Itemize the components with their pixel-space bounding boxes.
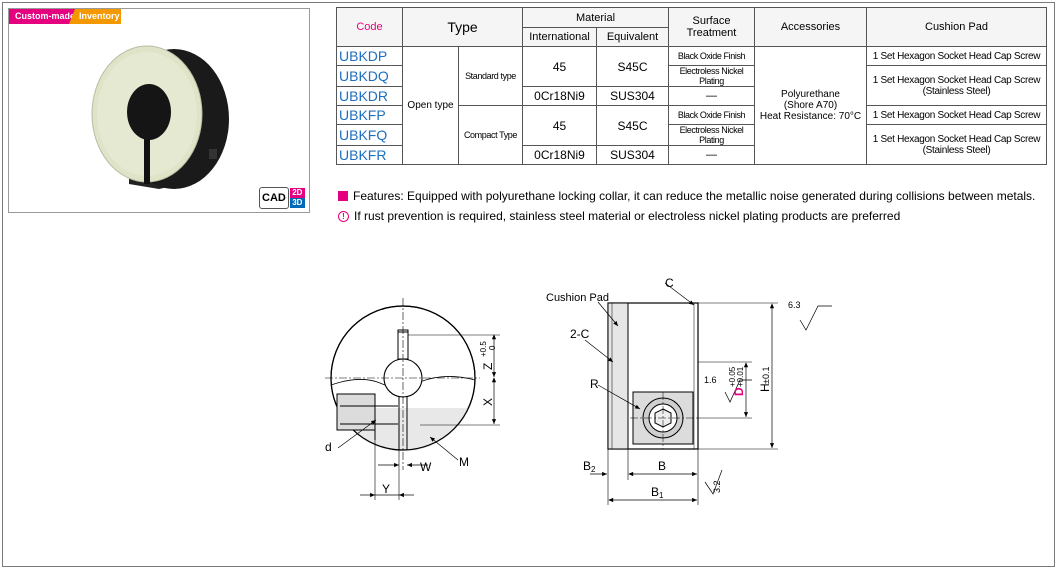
accessories-line: Polyurethane <box>781 89 840 100</box>
material-equivalent: S45C <box>596 105 669 146</box>
warning-text: If rust prevention is required, stainles… <box>354 209 901 223</box>
notes: Features: Equipped with polyurethane loc… <box>338 186 1035 226</box>
inventory-tag: Inventory <box>69 9 121 24</box>
cad-badge[interactable]: CAD 2D 3D <box>259 185 305 211</box>
code-cell[interactable]: UBKFR <box>336 145 403 165</box>
accessories-cell: Polyurethane (Shore A70) Heat Resistance… <box>754 46 867 165</box>
code-cell[interactable]: UBKFQ <box>336 124 403 146</box>
cad-3d-label: 3D <box>289 198 305 208</box>
cushion-line: 1 Set Hexagon Socket Head Cap Screw <box>872 133 1041 145</box>
material-equivalent: S45C <box>596 46 669 87</box>
product-photo-panel: Custom-made Inventory CAD 2D 3D <box>8 8 310 213</box>
header-code: Code <box>336 7 403 47</box>
surface-nickel: Electroless Nickel Plating <box>668 65 755 87</box>
surface-black-oxide: Black Oxide Finish <box>668 105 755 125</box>
cushion-cell: 1 Set Hexagon Socket Head Cap Screw (Sta… <box>866 65 1047 106</box>
subtype-compact: Compact Type <box>458 105 523 165</box>
cad-2d-label: 2D <box>289 188 305 198</box>
accessories-line: Heat Resistance: 70°C <box>759 111 862 122</box>
features-icon <box>338 191 348 201</box>
material-equivalent: SUS304 <box>596 86 669 106</box>
material-international: 45 <box>522 46 597 87</box>
header-surface: Surface Treatment <box>668 7 755 47</box>
type-open: Open type <box>402 46 459 165</box>
cushion-cell: 1 Set Hexagon Socket Head Cap Screw <box>866 105 1047 125</box>
shaft-collar-photo <box>91 45 229 189</box>
features-text: Features: Equipped with polyurethane loc… <box>353 189 1036 203</box>
spec-table: Code Type Material Surface Treatment Acc… <box>336 7 1047 165</box>
warning-note: ! If rust prevention is required, stainl… <box>338 206 1035 226</box>
material-international: 45 <box>522 105 597 146</box>
warning-icon: ! <box>338 210 349 222</box>
header-international: International <box>522 27 597 47</box>
header-cushion: Cushion Pad <box>866 7 1047 47</box>
surface-nickel: Electroless Nickel Plating <box>668 124 755 146</box>
surface-black-oxide: Black Oxide Finish <box>668 46 755 66</box>
code-cell[interactable]: UBKFP <box>336 105 403 125</box>
material-international: 0Cr18Ni9 <box>522 145 597 165</box>
cushion-line: (Stainless Steel) <box>922 85 991 97</box>
accessories-line: (Shore A70) <box>783 100 838 111</box>
cushion-cell: 1 Set Hexagon Socket Head Cap Screw <box>866 46 1047 66</box>
cad-label: CAD <box>259 187 289 209</box>
material-international: 0Cr18Ni9 <box>522 86 597 106</box>
material-equivalent: SUS304 <box>596 145 669 165</box>
header-type: Type <box>402 7 523 47</box>
code-cell[interactable]: UBKDP <box>336 46 403 66</box>
surface-none: — <box>668 145 755 165</box>
header-accessories: Accessories <box>754 7 867 47</box>
surface-none: — <box>668 86 755 106</box>
cushion-line: (Stainless Steel) <box>922 144 991 156</box>
code-cell[interactable]: UBKDQ <box>336 65 403 87</box>
cushion-cell: 1 Set Hexagon Socket Head Cap Screw (Sta… <box>866 124 1047 165</box>
cushion-line: 1 Set Hexagon Socket Head Cap Screw <box>872 74 1041 86</box>
header-equivalent: Equivalent <box>596 27 669 47</box>
subtype-standard: Standard type <box>458 46 523 106</box>
custom-made-tag: Custom-made <box>9 9 81 24</box>
header-material: Material <box>522 7 669 28</box>
features-note: Features: Equipped with polyurethane loc… <box>338 186 1035 206</box>
code-cell[interactable]: UBKDR <box>336 86 403 106</box>
